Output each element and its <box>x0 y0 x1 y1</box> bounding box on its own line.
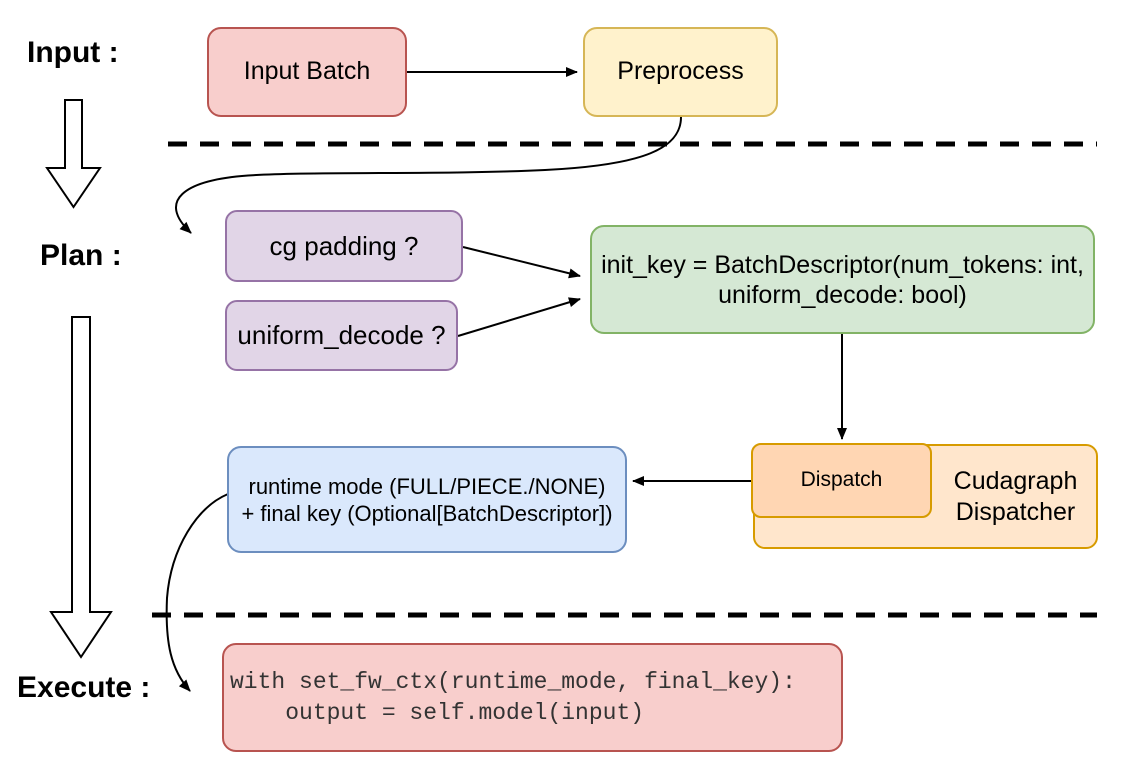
node-execute-code: with set_fw_ctx(runtime_mode, final_key)… <box>222 643 843 752</box>
node-cudagraph-dispatcher-line1: Cudagraph <box>953 466 1078 495</box>
node-execute-code-line2: output = self.model(input) <box>230 699 645 726</box>
node-uniform-decode-label: uniform_decode ? <box>237 320 446 351</box>
phase-label-execute: Execute : <box>17 671 151 704</box>
node-runtime-mode: runtime mode (FULL/PIECE./NONE) + final … <box>227 446 627 553</box>
arrow-preprocess-to-cg-padding <box>175 116 682 234</box>
node-cg-padding-label: cg padding ? <box>269 230 419 261</box>
phase-arrow-plan-to-execute <box>49 316 113 659</box>
node-cudagraph-dispatcher-line2: Dispatcher <box>955 497 1076 526</box>
phase-label-plan: Plan : <box>40 239 122 272</box>
node-dispatch: Dispatch <box>751 443 932 518</box>
node-init-key-line1: init_key = BatchDescriptor(num_tokens: i… <box>601 250 1084 279</box>
arrow-cg-padding-to-init-key <box>462 246 581 279</box>
node-input-batch: Input Batch <box>207 27 407 117</box>
node-dispatch-label: Dispatch <box>800 468 883 492</box>
node-execute-code-line1: with set_fw_ctx(runtime_mode, final_key)… <box>230 668 796 695</box>
node-runtime-mode-line1: runtime mode (FULL/PIECE./NONE) <box>248 473 606 499</box>
node-preprocess: Preprocess <box>583 27 778 117</box>
node-input-batch-label: Input Batch <box>243 57 371 86</box>
node-runtime-mode-line2: + final key (Optional[BatchDescriptor]) <box>241 500 613 526</box>
phase-arrow-input-to-plan <box>45 99 102 209</box>
arrow-runtime-mode-to-execute-code <box>165 493 229 692</box>
node-init-key: init_key = BatchDescriptor(num_tokens: i… <box>590 225 1095 334</box>
arrow-uniform-decode-to-init-key <box>457 297 581 337</box>
node-preprocess-label: Preprocess <box>617 57 744 86</box>
node-cg-padding: cg padding ? <box>225 210 463 282</box>
node-uniform-decode: uniform_decode ? <box>225 300 458 371</box>
phase-label-input: Input : <box>27 36 119 69</box>
node-init-key-line2: uniform_decode: bool) <box>718 280 967 309</box>
